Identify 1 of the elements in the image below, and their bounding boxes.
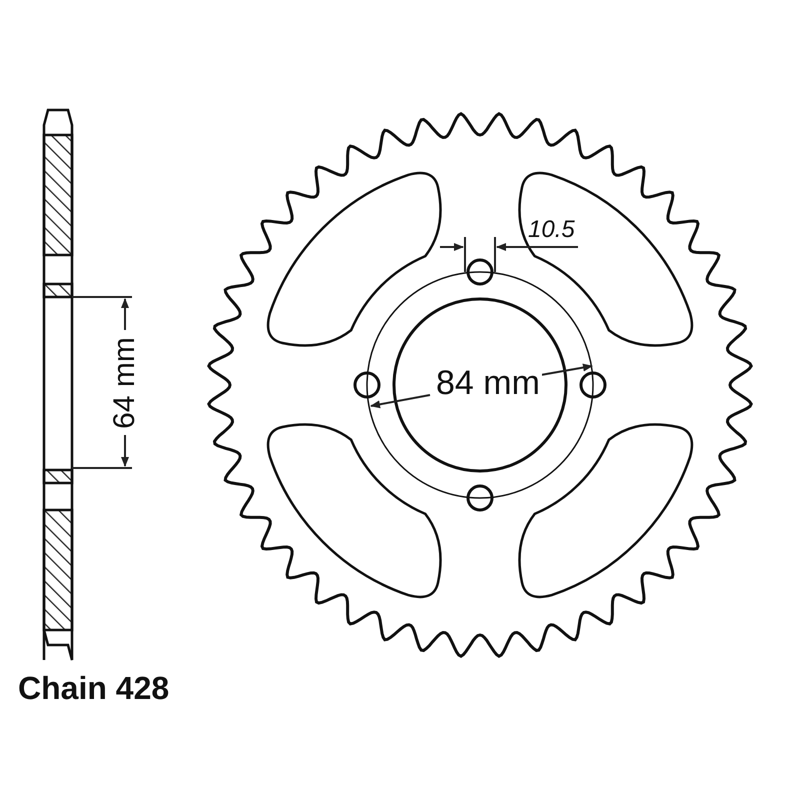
chain-size-label: Chain 428	[18, 672, 170, 704]
